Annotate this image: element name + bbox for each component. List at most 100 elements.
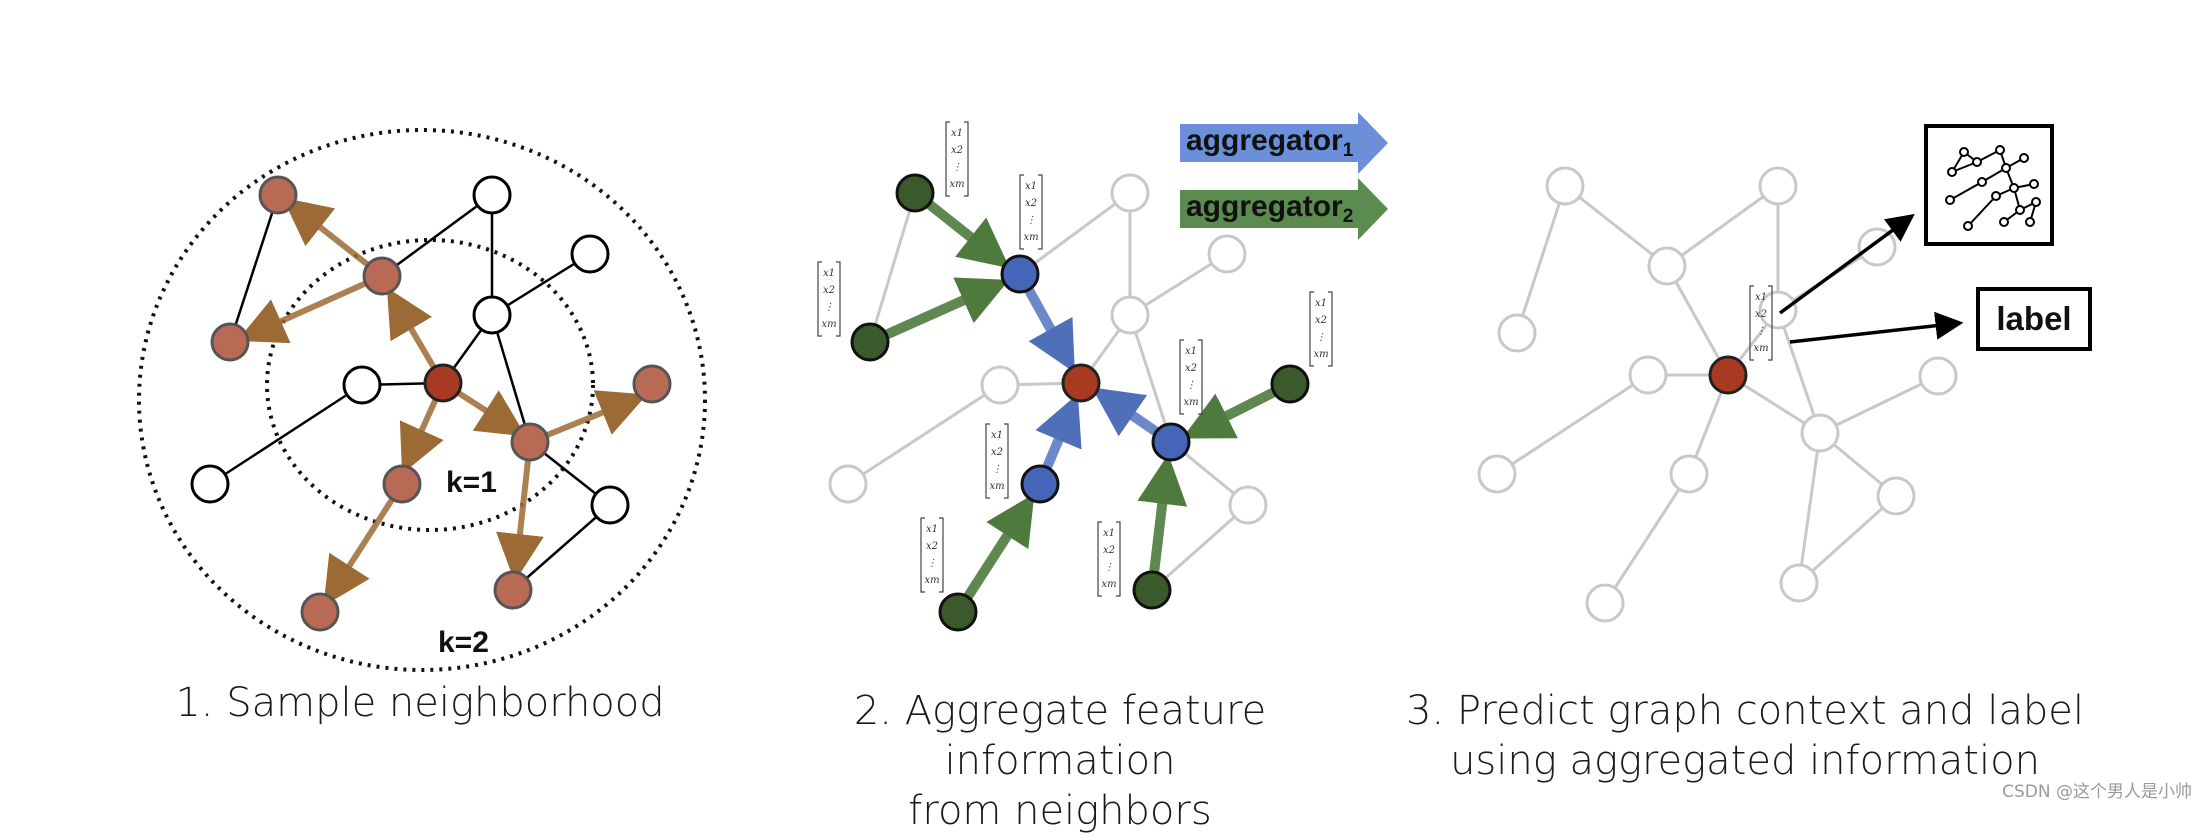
edge-faded [1128,314,1173,443]
figure-canvas: x1x2⋮xmx1x2⋮xmx1x2⋮xmx1x2⋮xmx1x2⋮xmx1x2⋮… [137,112,2054,672]
aggregator2-sub: 2 [1342,206,1354,227]
node-faded [1585,583,1625,623]
node-faded [1628,355,1668,395]
edge-faded [847,383,1001,486]
sample-arrow [496,441,544,582]
feature-entry: x1 [1103,528,1115,539]
node-hop2 [938,592,978,632]
node-faded [1647,246,1687,286]
feature-entry: xm [1313,349,1328,360]
node-faded [1497,313,1537,353]
node-sampled [510,422,550,462]
edge-faded [1797,432,1822,584]
node-sampled [632,364,672,404]
node-sampled [300,592,340,632]
feature-entry: ⋮ [952,162,962,173]
edge-faded [1776,309,1822,434]
feature-entry: ⋮ [1026,215,1036,226]
edge-faded [1603,473,1691,604]
k1-boundary-circle [265,238,595,532]
feature-entry: ⋮ [992,464,1002,475]
node-hop2 [895,173,935,213]
edge-faded [1151,503,1249,592]
feature-entry: ⋮ [927,558,937,569]
feature-entry: x1 [823,268,835,279]
node-faded [1876,476,1916,516]
node-hop2 [1132,570,1172,610]
aggregator1-arrow [1180,112,1388,174]
edge-faded [1819,374,1939,435]
aggregator2-text: aggregator [1186,190,1343,223]
feature-entry: x2 [991,447,1003,458]
feature-entry: xm [1183,397,1198,408]
feature-entry: xm [1023,232,1038,243]
feature-entry: x2 [1185,363,1197,374]
node-sampled [362,256,402,296]
edge-faded [1665,265,1730,376]
node-target [1708,355,1748,395]
feature-entry: xm [821,319,836,330]
feature-entry: xm [949,179,964,190]
node-hop2 [850,322,890,362]
node-sampled [382,464,422,504]
aggregator1-label: aggregator1 [1186,124,1353,162]
edge-faded [1564,184,1668,268]
feature-entry: x1 [1755,292,1767,303]
node-white [472,175,512,215]
edge [490,314,532,443]
node-hop2 [1270,364,1310,404]
node-faded [1110,295,1150,335]
panel2-caption: 2. Aggregate feature information from ne… [740,686,1380,836]
panel2-caption-line1: 2. Aggregate feature information [853,688,1267,784]
aggregate-arrow-green [867,277,1010,347]
panel-1-sample-neighborhood [137,128,707,672]
feature-entry: xm [1101,579,1116,590]
feature-entry: ⋮ [1104,562,1114,573]
edge [228,194,280,343]
edge [209,383,363,486]
feature-entry: xm [1753,343,1768,354]
edge-faded [1019,191,1131,276]
panel2-caption-line2: from neighbors [908,788,1212,834]
node-faded [1545,166,1585,206]
edge [381,193,493,278]
node-target [1061,363,1101,403]
node-white [570,234,610,274]
node-faded [828,464,868,504]
label-arrow [1789,311,1964,344]
feature-entry: x1 [926,524,938,535]
feature-entry: xm [924,575,939,586]
node-white [472,295,512,335]
node-faded [1207,234,1247,274]
node-sampled [493,570,533,610]
node-faded [1477,454,1517,494]
aggregator1-sub: 1 [1342,140,1354,161]
edge-faded [1496,373,1649,476]
node-white [590,485,630,525]
panel3-caption-line2: using aggregated information [1450,738,2040,784]
node-faded [1779,563,1819,603]
feature-entry: x2 [1025,198,1037,209]
k1-label: k=1 [446,466,497,499]
aggregator1-text: aggregator [1186,124,1343,157]
feature-entry: x1 [951,128,963,139]
aggregate-arrow-green [1137,454,1188,591]
k2-boundary-circle [137,128,707,672]
node-sampled [258,175,298,215]
node-faded [1918,356,1958,396]
feature-entry: x1 [1185,346,1197,357]
node-target [423,363,463,403]
label-box: label [1976,287,2092,351]
feature-entry: ⋮ [824,302,834,313]
feature-entry: ⋮ [1756,326,1766,337]
watermark: CSDN @这个男人是小帅 [2002,782,2192,802]
edge-faded [868,192,917,343]
panel-2-aggregate [828,112,1388,632]
